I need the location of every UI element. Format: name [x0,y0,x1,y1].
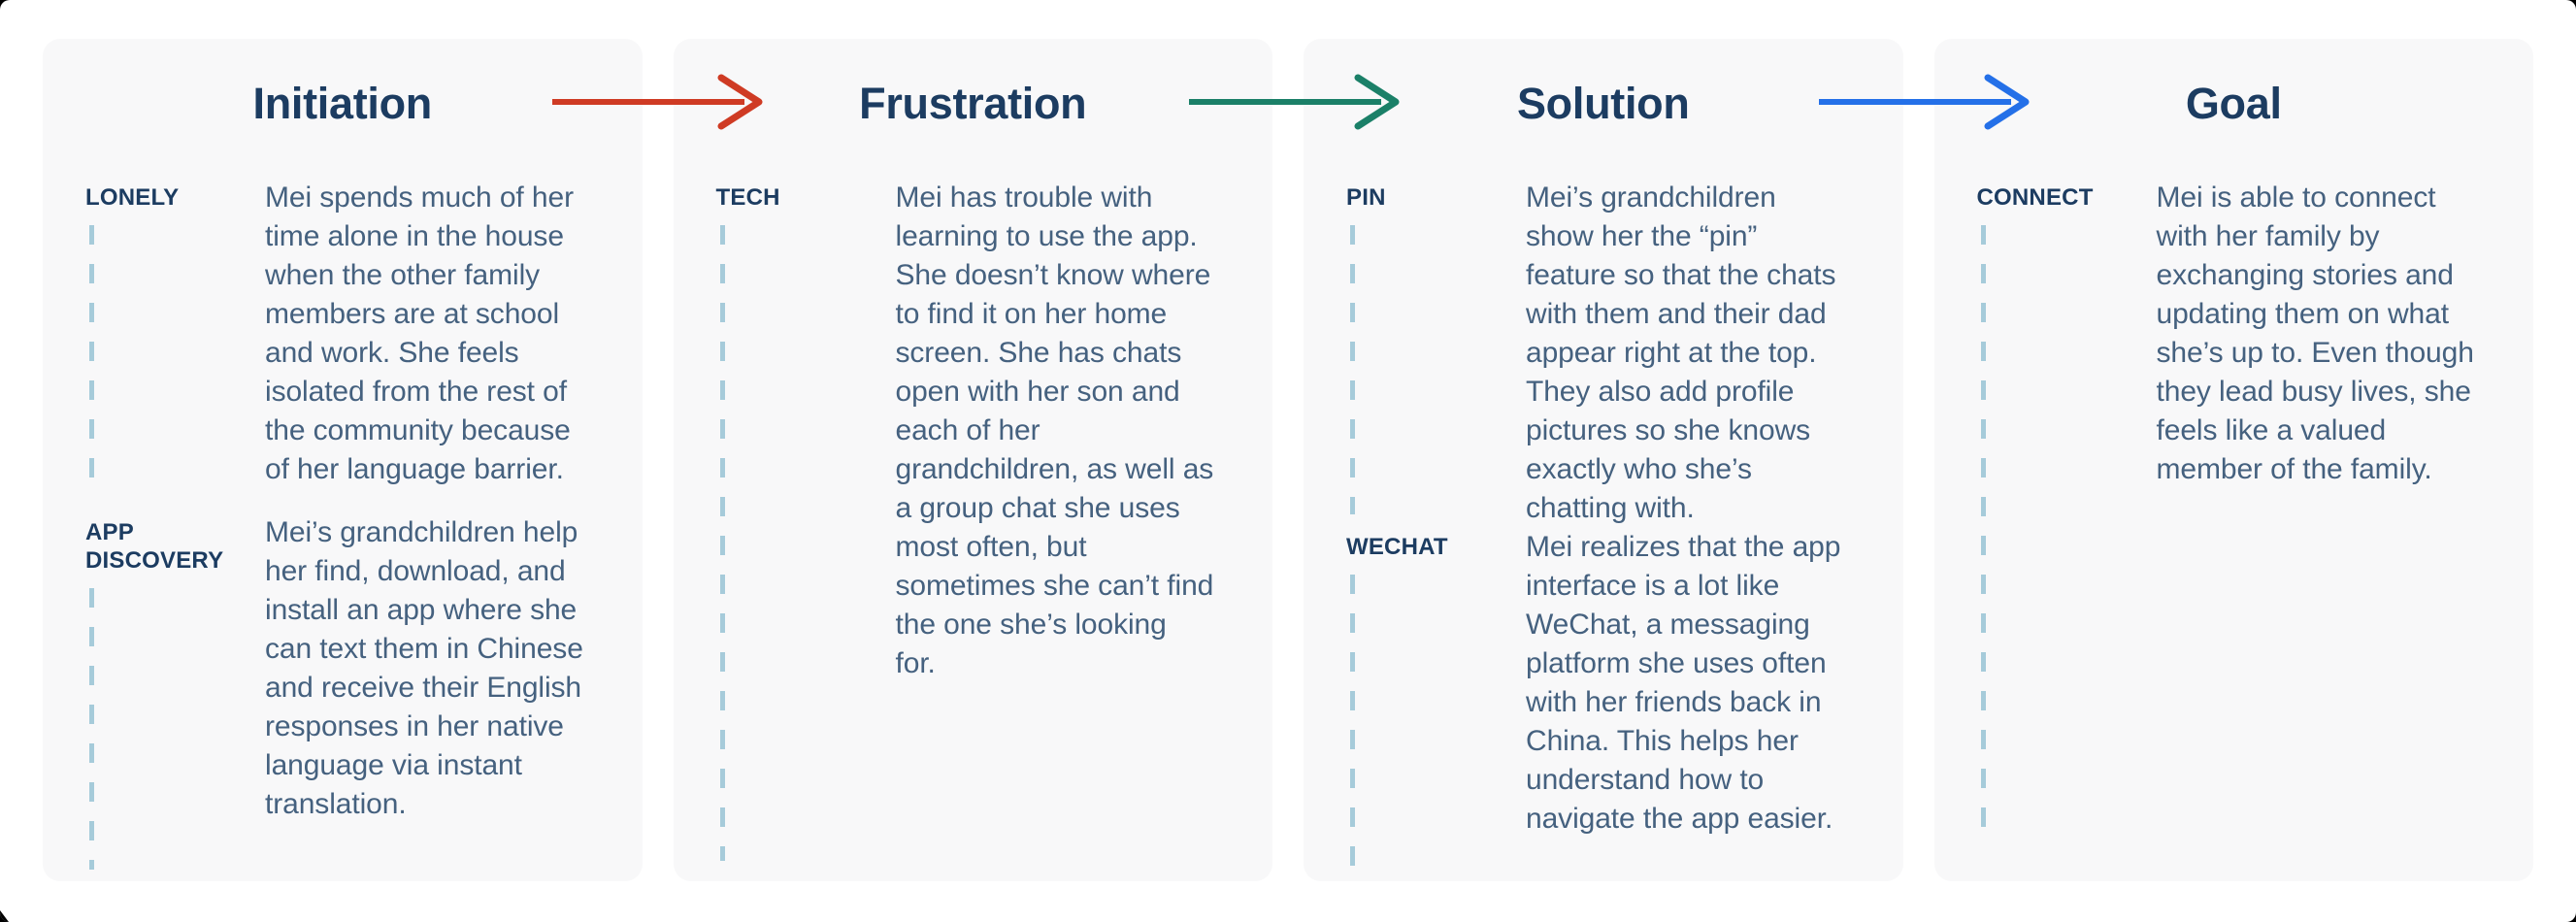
block-label-column: LONELY [85,179,265,497]
dashed-connector [89,225,94,497]
column-goal: Goal CONNECT Mei is able to connect with… [1933,39,2534,881]
column-initiation: Initiation LONELY Mei spends much of her… [43,39,643,881]
column-title-frustration: Frustration [859,79,1087,128]
journey-block-tech: TECH Mei has trouble with learning to us… [716,179,1215,861]
right-arrow-icon [1819,74,2030,130]
mouse-cursor-tip [0,910,9,922]
block-label-column: APP DISCOVERY [85,513,265,870]
dashed-connector [89,588,94,870]
journey-block-pin: PIN Mei’s grandchildren show her the “pi… [1346,179,1845,528]
column-blocks: LONELY Mei spends much of her time alone… [43,179,643,870]
column-title-solution: Solution [1516,79,1690,128]
right-arrow-icon [1189,74,1400,130]
dashed-connector [1350,225,1355,514]
journey-block-app-discovery: APP DISCOVERY Mei’s grandchildren help h… [85,513,584,870]
block-text: Mei’s grandchildren show her the “pin” f… [1526,181,1836,524]
block-label: TECH [715,184,780,211]
block-label: PIN [1346,184,1386,211]
column-blocks: TECH Mei has trouble with learning to us… [674,179,1273,861]
block-label: APP DISCOVERY [85,519,224,574]
block-label: LONELY [85,184,180,211]
block-label: WECHAT [1346,534,1448,560]
block-label-column: WECHAT [1346,528,1526,866]
block-text: Mei’s grandchildren help her find, downl… [265,516,583,820]
dashed-connector [1980,225,1986,837]
right-arrow-icon [552,74,763,130]
column-solution: Solution PIN Mei’s grandchildren show he… [1304,39,1903,881]
column-blocks: PIN Mei’s grandchildren show her the “pi… [1304,179,1903,866]
block-text: Mei is able to connect with her family b… [2156,181,2474,485]
block-text: Mei realizes that the app interface is a… [1526,531,1841,835]
block-label-column: PIN [1346,179,1526,514]
block-label: CONNECT [1976,184,2094,211]
column-title-goal: Goal [2185,79,2282,128]
block-label-column: TECH [716,179,896,861]
block-label-column: CONNECT [1977,179,2157,837]
journey-map-board: Initiation LONELY Mei spends much of her… [43,39,2534,881]
column-frustration: Frustration TECH Mei has trouble with le… [673,39,1273,881]
journey-block-connect: CONNECT Mei is able to connect with her … [1977,179,2476,837]
block-text: Mei has trouble with learning to use the… [895,181,1214,679]
column-blocks: CONNECT Mei is able to connect with her … [1934,179,2534,837]
journey-block-wechat: WECHAT Mei realizes that the app interfa… [1346,528,1845,866]
dashed-connector [1350,575,1355,866]
column-title-initiation: Initiation [252,79,433,128]
dashed-connector [719,225,725,861]
journey-block-lonely: LONELY Mei spends much of her time alone… [85,179,584,513]
block-text: Mei spends much of her time alone in the… [265,181,574,485]
